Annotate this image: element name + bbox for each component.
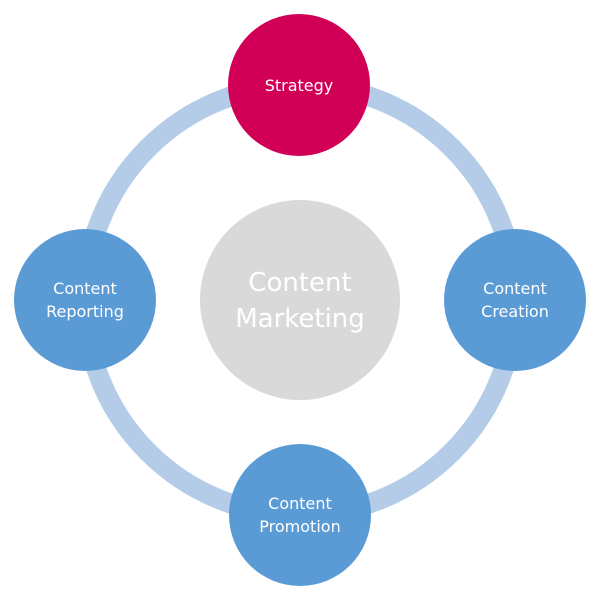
strategy-circle <box>228 14 370 156</box>
center-circle <box>200 200 400 400</box>
node-content-promotion: Content Promotion <box>229 444 371 586</box>
content-promotion-label-line-1: Content <box>268 494 332 513</box>
content-creation-circle <box>444 229 586 371</box>
content-reporting-label-line-2: Reporting <box>46 302 124 321</box>
content-creation-label-line-2: Creation <box>481 302 549 321</box>
content-reporting-circle <box>14 229 156 371</box>
center-label-line-1: Content <box>248 268 351 298</box>
content-creation-label-line-1: Content <box>483 279 547 298</box>
node-content-reporting: Content Reporting <box>14 229 156 371</box>
content-reporting-label-line-1: Content <box>53 279 117 298</box>
node-content-creation: Content Creation <box>444 229 586 371</box>
center-label-line-2: Marketing <box>235 304 365 334</box>
center-node: Content Marketing <box>200 200 400 400</box>
content-promotion-label-line-2: Promotion <box>259 517 340 536</box>
node-strategy: Strategy <box>228 14 370 156</box>
content-promotion-circle <box>229 444 371 586</box>
strategy-label: Strategy <box>265 76 334 95</box>
